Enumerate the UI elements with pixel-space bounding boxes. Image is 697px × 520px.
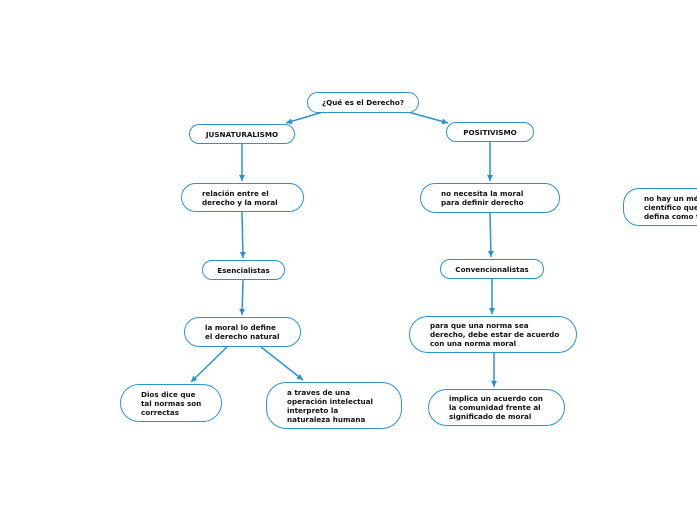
node-no-hay-metodo[interactable]: no hay un mé científico que defina como … — [623, 188, 697, 226]
node-relacion[interactable]: relación entre el derecho y la moral — [181, 183, 304, 212]
edge-root-positivismo — [407, 111, 449, 125]
edge-no-necesita-convencionalistas — [487, 212, 494, 258]
node-convencionalistas[interactable]: Convencionalistas — [440, 259, 544, 279]
node-moral-define[interactable]: la moral lo define el derecho natural — [184, 317, 301, 347]
edge-root-jusnaturalismo — [285, 111, 324, 125]
edge-moral-define-a-traves — [260, 346, 304, 381]
node-positivismo[interactable]: POSITIVISMO — [446, 122, 534, 142]
node-a-traves[interactable]: a traves de una operación intelectual in… — [266, 382, 402, 429]
node-no-necesita[interactable]: no necesita la moral para definir derech… — [420, 183, 560, 213]
node-jusnaturalismo[interactable]: JUSNATURALISMO — [189, 124, 295, 144]
node-dios[interactable]: Dios dice que tal normas son correctas — [120, 384, 222, 422]
node-esencialistas[interactable]: Esencialistas — [202, 260, 285, 280]
edge-esencialistas-moral-define — [239, 279, 246, 316]
node-implica[interactable]: implica un acuerdo con la comunidad fren… — [428, 389, 565, 426]
node-para-que[interactable]: para que una norma sea derecho, debe est… — [409, 316, 577, 353]
node-root[interactable]: ¿Qué es el Derecho? — [307, 92, 419, 113]
edge-relacion-esencialistas — [239, 211, 246, 259]
edge-moral-define-dios — [190, 346, 228, 383]
